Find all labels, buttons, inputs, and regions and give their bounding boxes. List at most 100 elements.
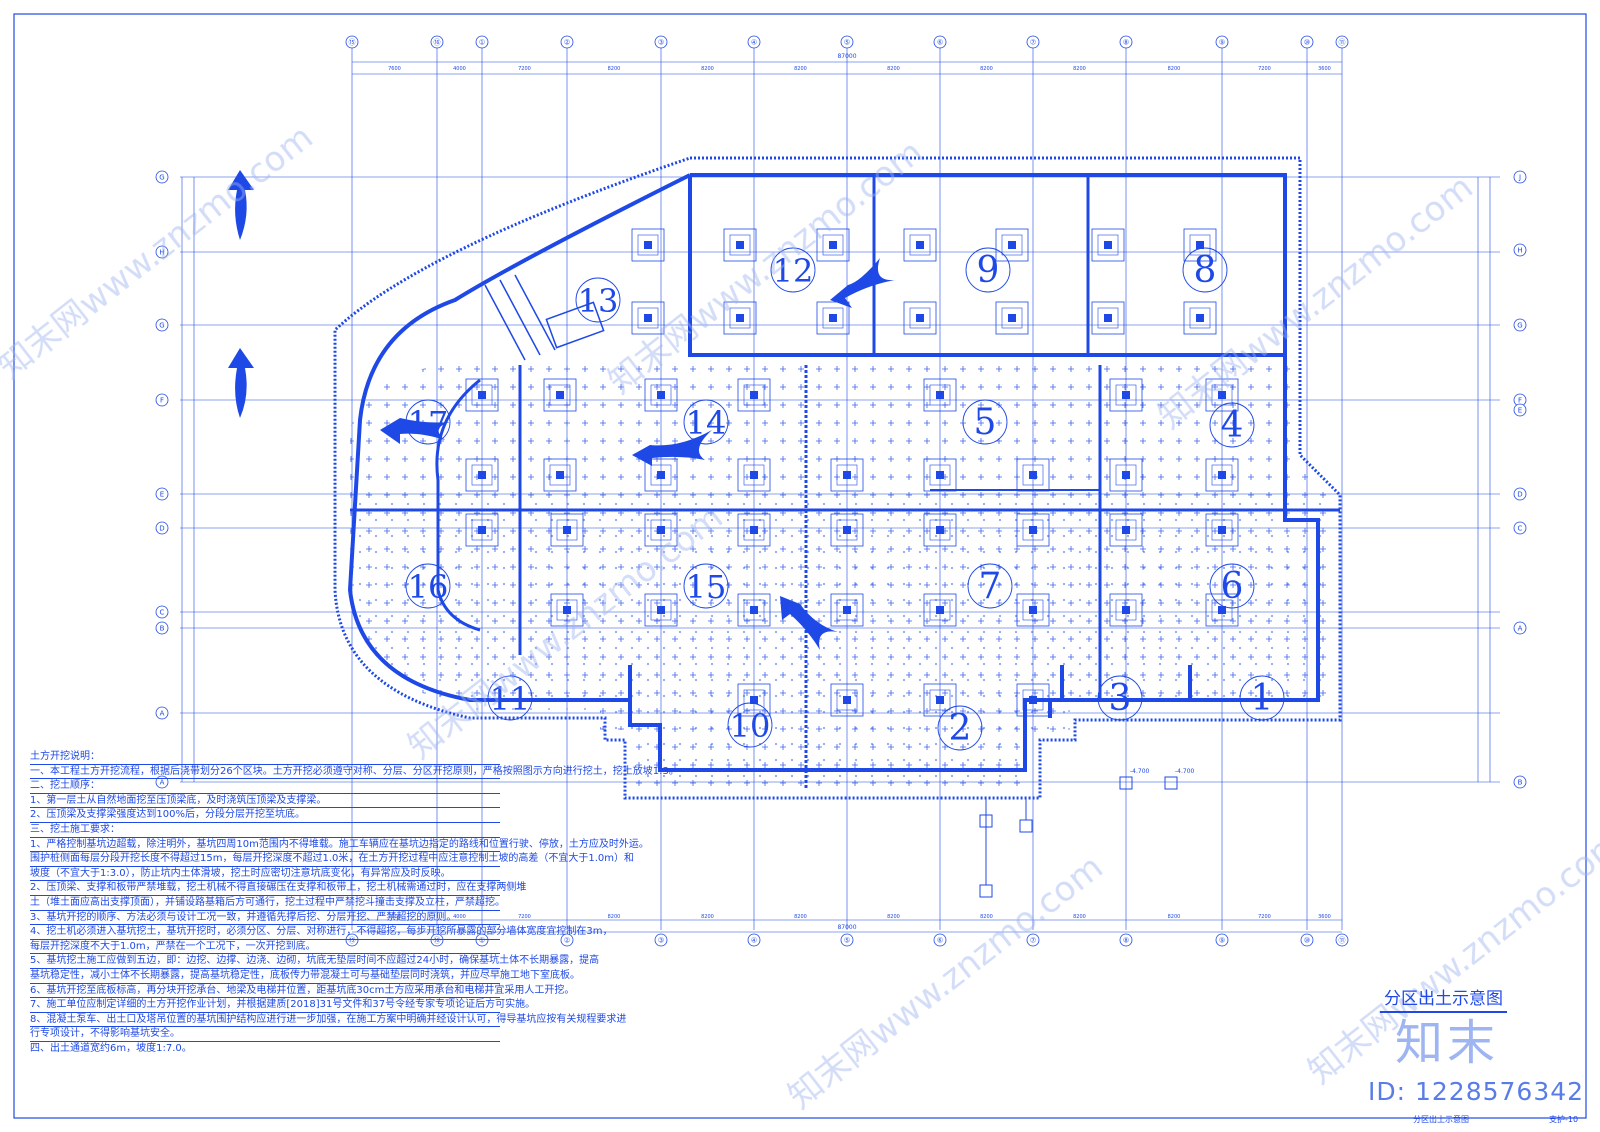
zone-marker: 10 <box>727 702 773 748</box>
note-line: 三、挖土施工要求： <box>30 821 500 837</box>
pile-cap <box>830 683 864 717</box>
retaining-wall-outline <box>333 156 1342 800</box>
column-axis-label: ① <box>479 39 485 47</box>
row-axis-label: C <box>1518 525 1523 533</box>
dotted-lower-zone <box>350 500 1332 790</box>
zone-marker: 6 <box>1209 563 1255 609</box>
column-axis-label: ② <box>564 39 570 47</box>
note-line: 行专项设计，不得影响基坑安全。 <box>30 1026 500 1041</box>
span-dimension-top: 8200 <box>1168 66 1181 72</box>
zone-marker: 11 <box>487 675 533 721</box>
zone-number: 9 <box>977 250 1000 291</box>
pile-cap <box>543 378 577 412</box>
zone-marker: 1 <box>1239 675 1285 721</box>
zone-number: 10 <box>730 707 771 745</box>
zone-marker: 5 <box>962 399 1008 445</box>
pile-cap <box>995 228 1029 262</box>
column-axis-label: ⑥ <box>937 937 943 945</box>
pile-cap <box>737 513 771 547</box>
span-dimension-top: 8200 <box>608 66 621 72</box>
column-axis-bubble: ⑧ <box>1119 933 1133 947</box>
row-axis-bubble-right: G <box>1513 318 1527 332</box>
pile-cap <box>1205 593 1239 627</box>
row-axis-label: F <box>1518 397 1522 405</box>
column-axis-label: ① <box>479 937 485 945</box>
column-axis-label: ⑧ <box>1123 937 1129 945</box>
column-axis-label: ⑧ <box>1123 39 1129 47</box>
column-axis-bubble: ⑤ <box>840 35 854 49</box>
row-axis-label: G <box>159 174 164 182</box>
pile-cap <box>550 593 584 627</box>
zone-number: 3 <box>1109 678 1132 719</box>
span-dimension-bottom: 8200 <box>1073 914 1086 920</box>
span-dimension-top: 7600 <box>388 66 401 72</box>
column-axis-bubble: ① <box>475 933 489 947</box>
arrow-zone17-icon <box>380 418 450 444</box>
column-axis-label: ④ <box>751 39 757 47</box>
column-axis-label: ⑨ <box>1219 937 1225 945</box>
span-dimension-bottom: 8200 <box>608 914 621 920</box>
column-axis-label: ⑥ <box>937 39 943 47</box>
row-axis-bubble-right: H <box>1513 243 1527 257</box>
note-line: 1、严格控制基坑边超载，除注明外，基坑四周10m范围内不得堆载。施工车辆应在基坑… <box>30 836 649 850</box>
zone-marker: 9 <box>965 247 1011 293</box>
row-axis-label: G <box>1517 322 1522 330</box>
row-axis-bubble-left: E <box>155 487 169 501</box>
zone-number: 8 <box>1194 250 1217 291</box>
pile-cap <box>737 593 771 627</box>
watermark-logo-text: 知末 <box>1395 1015 1500 1071</box>
note-line: 8、混凝土泵车、出土口及塔吊位置的基坑围护结构应进行进一步加强，在施工方案中明确… <box>30 1011 627 1025</box>
watermark-diagonal-5: 知末网www.znzmo.com <box>781 847 1111 1117</box>
elevation-label-1: -4.700 <box>1130 768 1150 775</box>
row-axis-bubble-right: C <box>1513 521 1527 535</box>
column-axis-bubble: ⑨ <box>1215 933 1229 947</box>
column-axis-bubble: ⑩ <box>1300 933 1314 947</box>
zone-number: 16 <box>408 568 449 606</box>
zone-number: 14 <box>686 404 727 442</box>
note-line: 2、压顶梁及支撑梁强度达到100%后，分段分层开挖至坑底。 <box>30 807 500 822</box>
north-arrow-upper-icon <box>228 170 254 240</box>
column-axis-label: ⑤ <box>844 937 850 945</box>
column-axis-label: ⑮ <box>349 39 356 47</box>
row-axis-bubble-right: D <box>1513 487 1527 501</box>
pile-cap <box>1016 458 1050 492</box>
row-axis-bubble-left: B <box>155 621 169 635</box>
pile-cap <box>543 458 577 492</box>
total-dimension-bottom: 87000 <box>837 924 856 931</box>
pile-cap <box>723 301 757 335</box>
span-dimension-bottom: 3600 <box>1318 914 1331 920</box>
pile-cap <box>923 683 957 717</box>
pile-cap <box>1205 513 1239 547</box>
pile-cap <box>903 301 937 335</box>
column-axis-label: ⑪ <box>1339 39 1346 47</box>
row-axis-bubble-left: C <box>155 605 169 619</box>
arrow-zone14-icon <box>632 430 712 466</box>
zone-number: 5 <box>974 402 997 443</box>
span-dimension-bottom: 8200 <box>701 914 714 920</box>
row-axis-bubble-right: E <box>1513 403 1527 417</box>
pile-cap <box>1016 593 1050 627</box>
column-axis-label: ④ <box>751 937 757 945</box>
pile-cap <box>816 301 850 335</box>
span-dimension-bottom: 8200 <box>1168 914 1181 920</box>
excavation-notes: 土方开挖说明：一、本工程土方开挖流程，根据后浇带划分26个区块。土方开挖必须遵守… <box>30 750 679 1055</box>
total-dimension-top: 87000 <box>837 53 856 60</box>
zone-marker: 8 <box>1182 247 1228 293</box>
sheet-label: 分区出土示意图 <box>1413 1115 1469 1124</box>
zone-marker: 15 <box>683 563 729 609</box>
column-axis-bubble: ⑯ <box>430 933 444 947</box>
row-axis-bubble-left: H <box>155 245 169 259</box>
column-axis-bubble: ④ <box>747 933 761 947</box>
zone-marker: 3 <box>1097 675 1143 721</box>
zone-number: 6 <box>1221 566 1244 607</box>
column-axis-bubble: ⑥ <box>933 35 947 49</box>
excavation-area <box>350 365 1332 790</box>
zone-marker: 16 <box>405 563 451 609</box>
pile-cap <box>644 378 678 412</box>
span-dimension-bottom: 4000 <box>453 914 466 920</box>
axis-bubbles: ⑮⑮⑯⑯①①②②③③④④⑤⑤⑥⑥⑦⑦⑧⑧⑨⑨⑩⑩⑪⑪GHGFEDCBAAJHGF… <box>155 35 1527 947</box>
note-line: 基坑稳定性，减小土体不长期暴露，提高基坑稳定性，底板传力带混凝土可与基础垫层同时… <box>30 967 580 981</box>
elevation-marks <box>979 776 1178 898</box>
row-axis-label: D <box>159 525 164 533</box>
